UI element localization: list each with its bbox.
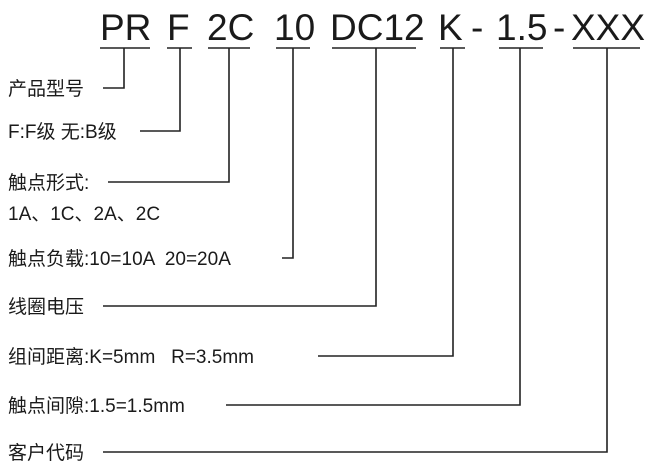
code-dc12: DC12 bbox=[330, 7, 425, 48]
code-1-5: 1.5 bbox=[496, 7, 547, 48]
code-xxx: XXX bbox=[571, 7, 645, 48]
label-group-spacing: 组间距离:K=5mm R=3.5mm bbox=[8, 346, 254, 368]
code-k: K bbox=[438, 7, 463, 48]
label-contact-form-values: 1A、1C、2A、2C bbox=[8, 204, 160, 225]
code-dash-1: - bbox=[471, 7, 483, 48]
code-10: 10 bbox=[274, 7, 315, 48]
label-coil-voltage: 线圈电压 bbox=[8, 296, 84, 318]
label-contact-gap: 触点间隙:1.5=1.5mm bbox=[8, 395, 185, 417]
label-contact-load: 触点负载:10=10A 20=20A bbox=[8, 248, 231, 270]
code-f: F bbox=[167, 7, 190, 48]
code-2c: 2C bbox=[207, 7, 254, 48]
label-grade: F:F级 无:B级 bbox=[8, 121, 117, 143]
leader-lines bbox=[103, 48, 608, 453]
code-pr: PR bbox=[100, 7, 151, 48]
code-dash-2: - bbox=[553, 7, 565, 48]
label-model: 产品型号 bbox=[8, 78, 84, 100]
label-customer-code: 客户代码 bbox=[8, 442, 84, 464]
label-contact-form: 触点形式: bbox=[8, 172, 89, 194]
